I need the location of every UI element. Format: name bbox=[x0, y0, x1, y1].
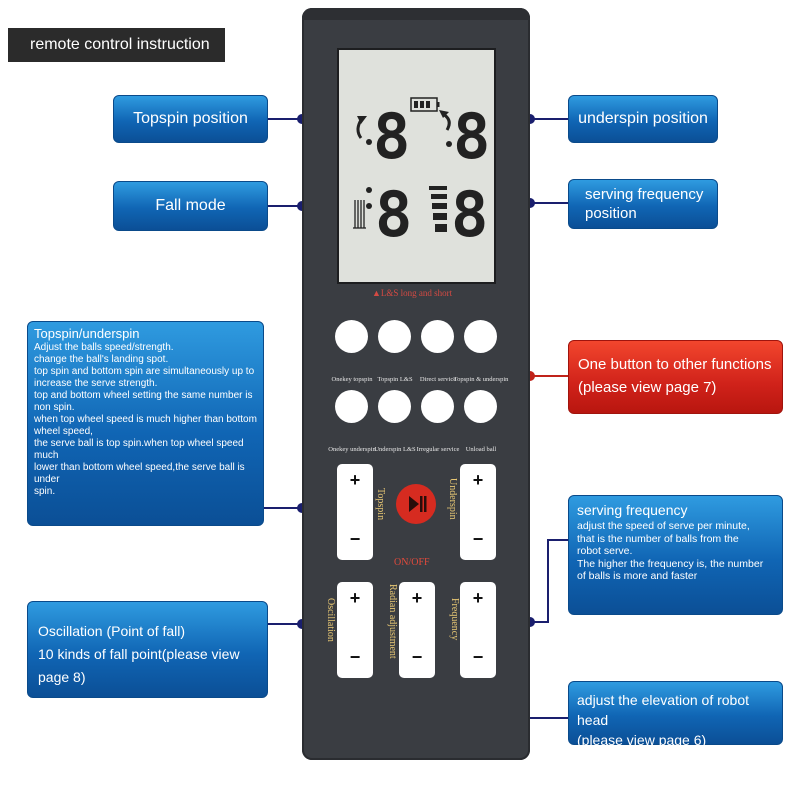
irregular-service-button[interactable] bbox=[421, 390, 454, 423]
topspin-plus-button[interactable]: + bbox=[349, 470, 361, 490]
power-play-button[interactable] bbox=[396, 484, 436, 524]
callout-oscillation: Oscillation (Point of fall) 10 kinds of … bbox=[27, 601, 268, 698]
radian-plus-button[interactable]: + bbox=[411, 588, 423, 608]
underspin-plus-button[interactable]: + bbox=[472, 470, 484, 490]
callout-one-button: One button to other functions (please vi… bbox=[568, 340, 783, 414]
direct-service-button[interactable] bbox=[421, 320, 454, 353]
lcd-display: 8 8 8 8 bbox=[337, 48, 496, 284]
frequency-bars-icon bbox=[429, 186, 447, 232]
callout-serving-frequency: serving frequency adjust the speed of se… bbox=[568, 495, 783, 615]
topspin-stepper[interactable]: + − bbox=[337, 464, 373, 560]
on-off-label: ON/OFF bbox=[394, 557, 430, 568]
frequency-stepper[interactable]: + − bbox=[460, 582, 496, 678]
lcd-caption: ▲L&S long and short bbox=[372, 288, 453, 298]
play-pause-icon bbox=[409, 496, 427, 512]
callout-topspin-position: Topspin position bbox=[113, 95, 268, 143]
frequency-minus-button[interactable]: − bbox=[472, 647, 484, 667]
topspin-underspin-button[interactable] bbox=[464, 320, 497, 353]
underspin-stepper[interactable]: + − bbox=[460, 464, 496, 560]
underspin-ls-label: Underspin L&S bbox=[374, 446, 416, 453]
unload-ball-label: Unload ball bbox=[465, 446, 497, 453]
page-title: remote control instruction bbox=[8, 28, 225, 62]
callout-serving-frequency-position: serving frequency position bbox=[568, 179, 718, 229]
callout-topspin-underspin: Topspin/underspin Adjust the balls speed… bbox=[27, 321, 264, 526]
irregular-service-label: Irregular service bbox=[416, 446, 460, 453]
oscillation-minus-button[interactable]: − bbox=[349, 647, 361, 667]
underspin-minus-button[interactable]: − bbox=[472, 529, 484, 549]
serving-frequency-text: adjust the speed of serve per minute, th… bbox=[577, 520, 764, 582]
onekey-topspin-button[interactable] bbox=[335, 320, 368, 353]
frequency-label: Frequency bbox=[449, 598, 460, 641]
lcd-digit-fall-mode: 8 bbox=[375, 178, 412, 251]
lcd-digit-frequency: 8 bbox=[451, 178, 488, 251]
fall-point-icon bbox=[353, 200, 366, 229]
lcd-segments: 8 8 8 8 bbox=[353, 97, 490, 251]
oscillation-label: Oscillation bbox=[325, 598, 336, 642]
topspin-underspin-text: Adjust the balls speed/strength. change … bbox=[34, 342, 257, 497]
topspin-minus-button[interactable]: − bbox=[349, 529, 361, 549]
topspin-ls-button[interactable] bbox=[378, 320, 411, 353]
serving-frequency-title: serving frequency bbox=[577, 502, 688, 518]
underspin-label: Underspin bbox=[447, 478, 458, 520]
direct-service-label: Direct service bbox=[419, 376, 457, 383]
lcd-digit-underspin: 8 bbox=[453, 100, 490, 173]
onekey-topspin-label: Onekey topspin bbox=[331, 376, 373, 383]
callout-underspin-position: underspin position bbox=[568, 95, 718, 143]
oscillation-stepper[interactable]: + − bbox=[337, 582, 373, 678]
frequency-plus-button[interactable]: + bbox=[472, 588, 484, 608]
topspin-ls-label: Topspin L&S bbox=[377, 376, 413, 383]
topspin-dot-icon bbox=[366, 139, 372, 145]
connector-serving-frequency bbox=[530, 539, 568, 623]
lcd-digit-topspin: 8 bbox=[373, 100, 410, 173]
topspin-underspin-title: Topspin/underspin bbox=[34, 326, 140, 341]
underspin-ls-button[interactable] bbox=[378, 390, 411, 423]
onekey-underspin-label: Onekey underspin bbox=[328, 446, 376, 453]
topspin-label: Topspin bbox=[375, 488, 386, 521]
callout-fall-mode: Fall mode bbox=[113, 181, 268, 231]
radian-stepper[interactable]: + − bbox=[399, 582, 435, 678]
unload-ball-button[interactable] bbox=[464, 390, 497, 423]
callout-elevation: adjust the elevation of robot head (plea… bbox=[568, 681, 783, 748]
radian-minus-button[interactable]: − bbox=[411, 647, 423, 667]
radian-label: Radian adjustment bbox=[387, 584, 398, 659]
onekey-underspin-button[interactable] bbox=[335, 390, 368, 423]
remote-top-edge bbox=[302, 8, 530, 20]
oscillation-plus-button[interactable]: + bbox=[349, 588, 361, 608]
topspin-underspin-label: Topspin & underspin bbox=[453, 376, 509, 383]
underspin-dot-icon bbox=[446, 141, 452, 147]
